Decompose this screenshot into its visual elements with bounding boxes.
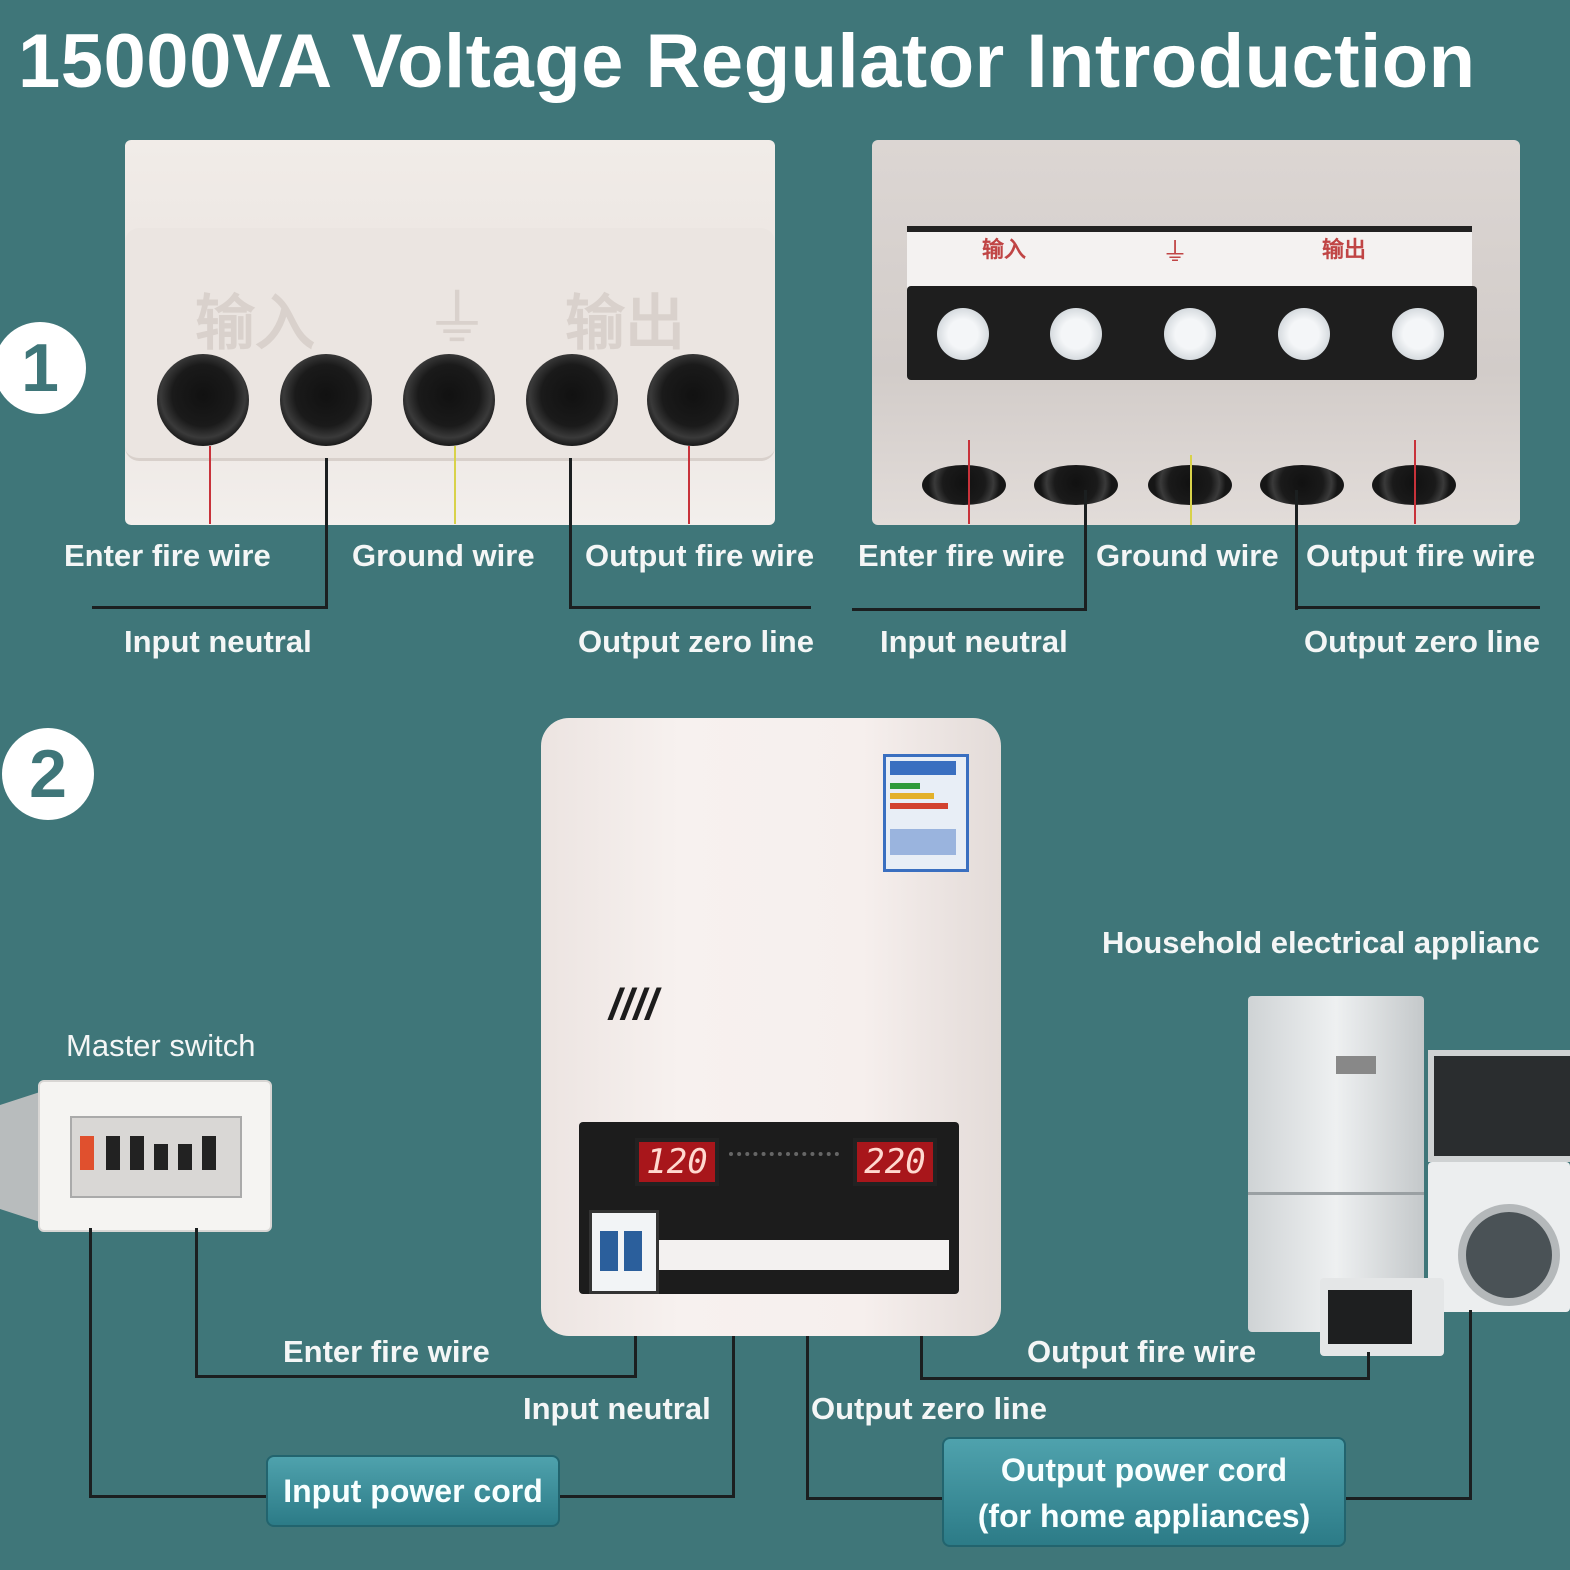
label-enter-fire-wire: Enter fire wire xyxy=(858,538,1065,573)
fire-wire-marker xyxy=(968,440,970,524)
vent-slots: //// xyxy=(609,980,658,1029)
wire-output-fire xyxy=(920,1336,923,1380)
wire-output-zero xyxy=(1469,1310,1472,1500)
terminal-hole xyxy=(1034,465,1118,505)
terminal-hole xyxy=(403,354,495,446)
output-power-cord-sublabel: (for home appliances) xyxy=(977,1498,1311,1534)
connector-line xyxy=(325,458,328,608)
wire-enter-fire xyxy=(195,1228,198,1378)
panel-mark-input: 输入 xyxy=(195,290,315,357)
output-voltage-display: 220 xyxy=(853,1138,937,1186)
connector-line xyxy=(1295,490,1298,610)
connector-line xyxy=(1084,490,1087,610)
microwave-image xyxy=(1320,1278,1444,1356)
terminal-screw xyxy=(937,308,989,360)
terminal-hole xyxy=(526,354,618,446)
wire-enter-fire xyxy=(634,1336,637,1378)
terminal-screw xyxy=(1278,308,1330,360)
step-1-badge: 1 xyxy=(0,322,86,414)
input-voltage-display: 120 xyxy=(635,1138,719,1186)
label-ground-wire: Ground wire xyxy=(1096,538,1279,573)
label-enter-fire-wire: Enter fire wire xyxy=(64,538,271,573)
voltage-regulator-unit: //// 120 220 xyxy=(541,718,1001,1336)
step-2-badge: 2 xyxy=(2,728,94,820)
terminal-cover-photo: 输入 ⏚ 输出 xyxy=(125,140,775,525)
terminal-hole xyxy=(280,354,372,446)
terminal-block-photo: 输入 ⏚ 输出 xyxy=(872,140,1520,525)
ground-wire-marker xyxy=(454,446,456,524)
label-ground-wire: Ground wire xyxy=(352,538,535,573)
fire-wire-marker xyxy=(1414,440,1416,524)
wire-output-fire xyxy=(920,1377,1370,1380)
wall-mount-arm xyxy=(0,1092,40,1222)
label-enter-fire-wire: Enter fire wire xyxy=(283,1334,490,1369)
output-power-cord-label: Output power cord xyxy=(1000,1452,1288,1488)
wire-input-neutral xyxy=(89,1228,92,1498)
washing-machine-image xyxy=(1428,1162,1570,1312)
label-output-fire-wire: Output fire wire xyxy=(585,538,815,573)
terminal-hole xyxy=(922,465,1006,505)
label-output-fire-wire: Output fire wire xyxy=(1306,538,1536,573)
terminal-label-strip xyxy=(907,226,1472,292)
terminal-screw xyxy=(1164,308,1216,360)
terminal-screw xyxy=(1392,308,1444,360)
wire-output-fire xyxy=(1367,1352,1370,1380)
breaker-switch xyxy=(202,1136,216,1170)
connector-line xyxy=(569,458,572,608)
indicator-lights xyxy=(729,1152,839,1162)
connector-line xyxy=(569,606,811,609)
connector-line xyxy=(1295,606,1540,609)
label-input-neutral: Input neutral xyxy=(124,624,312,659)
panel-mark-output: 输出 xyxy=(565,290,685,357)
fire-wire-marker xyxy=(209,446,211,524)
breaker-module xyxy=(589,1210,659,1294)
panel-mark-ground: ⏚ xyxy=(425,283,489,355)
panel-mark-ground: ⏚ xyxy=(1162,237,1189,267)
output-power-cord-box: Output power cord (for home appliances) xyxy=(942,1437,1346,1547)
connector-line xyxy=(852,608,1087,611)
terminal-screw xyxy=(1050,308,1102,360)
breaker-switch xyxy=(130,1136,144,1170)
connector-line xyxy=(92,606,328,609)
breaker-switch xyxy=(154,1144,168,1170)
terminal-hole xyxy=(157,354,249,446)
control-panel: 120 220 xyxy=(579,1122,959,1294)
fire-wire-marker xyxy=(688,446,690,524)
label-input-neutral: Input neutral xyxy=(880,624,1068,659)
label-output-zero-line: Output zero line xyxy=(578,624,814,659)
television-image xyxy=(1428,1050,1570,1162)
wire-enter-fire xyxy=(195,1375,637,1378)
label-output-zero-line: Output zero line xyxy=(1304,624,1540,659)
label-input-neutral: Input neutral xyxy=(523,1391,711,1426)
breaker-switch xyxy=(178,1144,192,1170)
certification-sticker xyxy=(883,754,969,872)
label-output-fire-wire: Output fire wire xyxy=(1027,1334,1257,1369)
terminal-hole xyxy=(1260,465,1344,505)
wire-output-zero xyxy=(806,1336,809,1500)
page-title: 15000VA Voltage Regulator Introduction xyxy=(18,19,1476,104)
breaker-switch xyxy=(106,1136,120,1170)
master-switch-box xyxy=(38,1080,272,1232)
label-master-switch: Master switch xyxy=(66,1028,256,1063)
panel-mark-input: 输入 xyxy=(982,237,1027,262)
lower-panel-strip xyxy=(649,1240,949,1270)
breaker-switch-red xyxy=(80,1136,94,1170)
ground-wire-marker xyxy=(1190,455,1192,525)
label-output-zero-line: Output zero line xyxy=(811,1391,1047,1426)
wire-input-neutral xyxy=(732,1336,735,1498)
input-power-cord-label: Input power cord xyxy=(283,1473,543,1509)
label-household-appliances: Household electrical applianc xyxy=(1102,925,1540,960)
refrigerator-image xyxy=(1248,996,1424,1332)
input-power-cord-box: Input power cord xyxy=(266,1455,560,1527)
terminal-hole xyxy=(647,354,739,446)
panel-mark-output: 输出 xyxy=(1322,237,1367,262)
